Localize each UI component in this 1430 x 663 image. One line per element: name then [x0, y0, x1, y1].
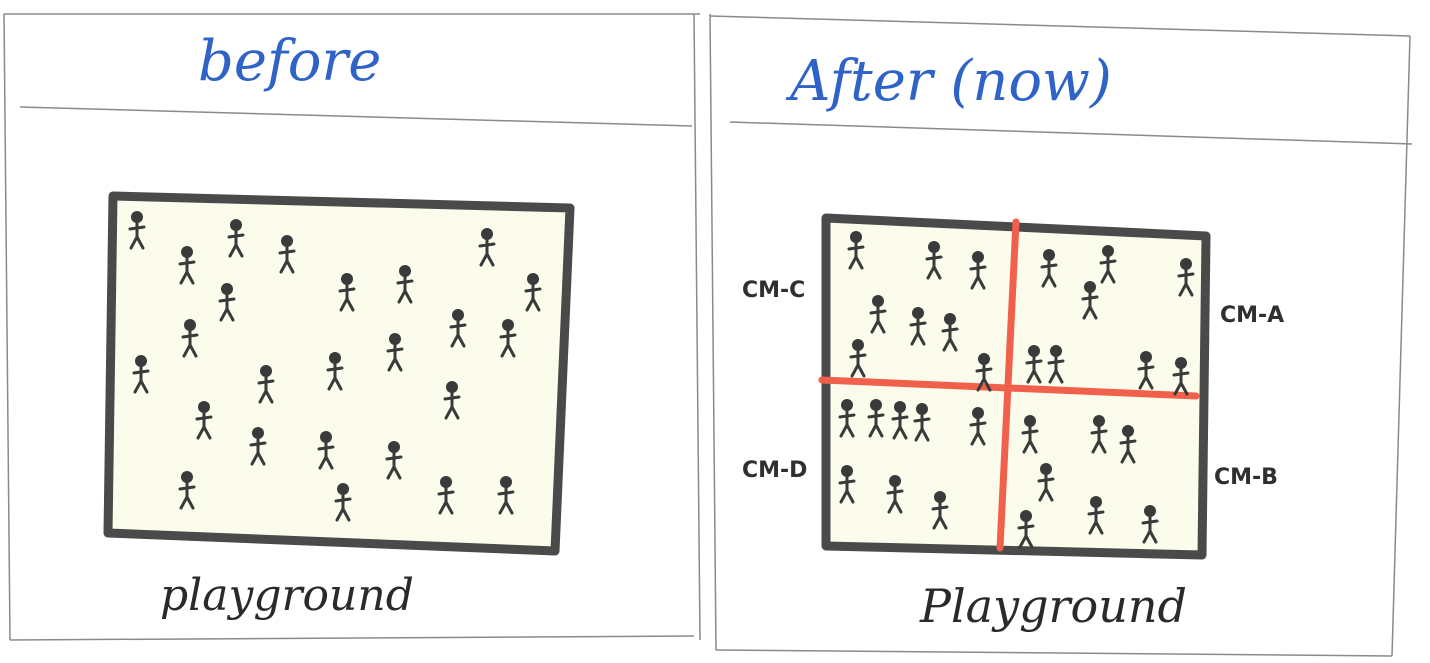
zone-label-cm-a: CM-A [1220, 303, 1284, 328]
left-panel-bottom-edge [9, 635, 695, 641]
left-panel-left-edge [3, 13, 11, 641]
right-panel-bottom-edge [715, 649, 1393, 657]
right-panel-top-edge [709, 15, 1411, 37]
zone-label-cm-c: CM-C [742, 278, 805, 303]
zone-label-cm-b: CM-B [1214, 465, 1278, 490]
left-title-underline [19, 106, 693, 127]
before-title: before [198, 29, 381, 94]
playground-before [103, 191, 575, 556]
after-title: After (now) [785, 49, 1112, 114]
right-panel-right-edge [1391, 35, 1411, 657]
right-panel-left-edge [709, 13, 717, 651]
after-caption: Playground [919, 579, 1187, 633]
panel-frames [3, 13, 1413, 657]
right-title-underline [729, 121, 1413, 145]
zone-label-cm-d: CM-D [742, 458, 807, 483]
horizontal-divider-line [818, 376, 1200, 400]
panel-divider [693, 13, 701, 641]
before-caption: playground [160, 570, 414, 621]
